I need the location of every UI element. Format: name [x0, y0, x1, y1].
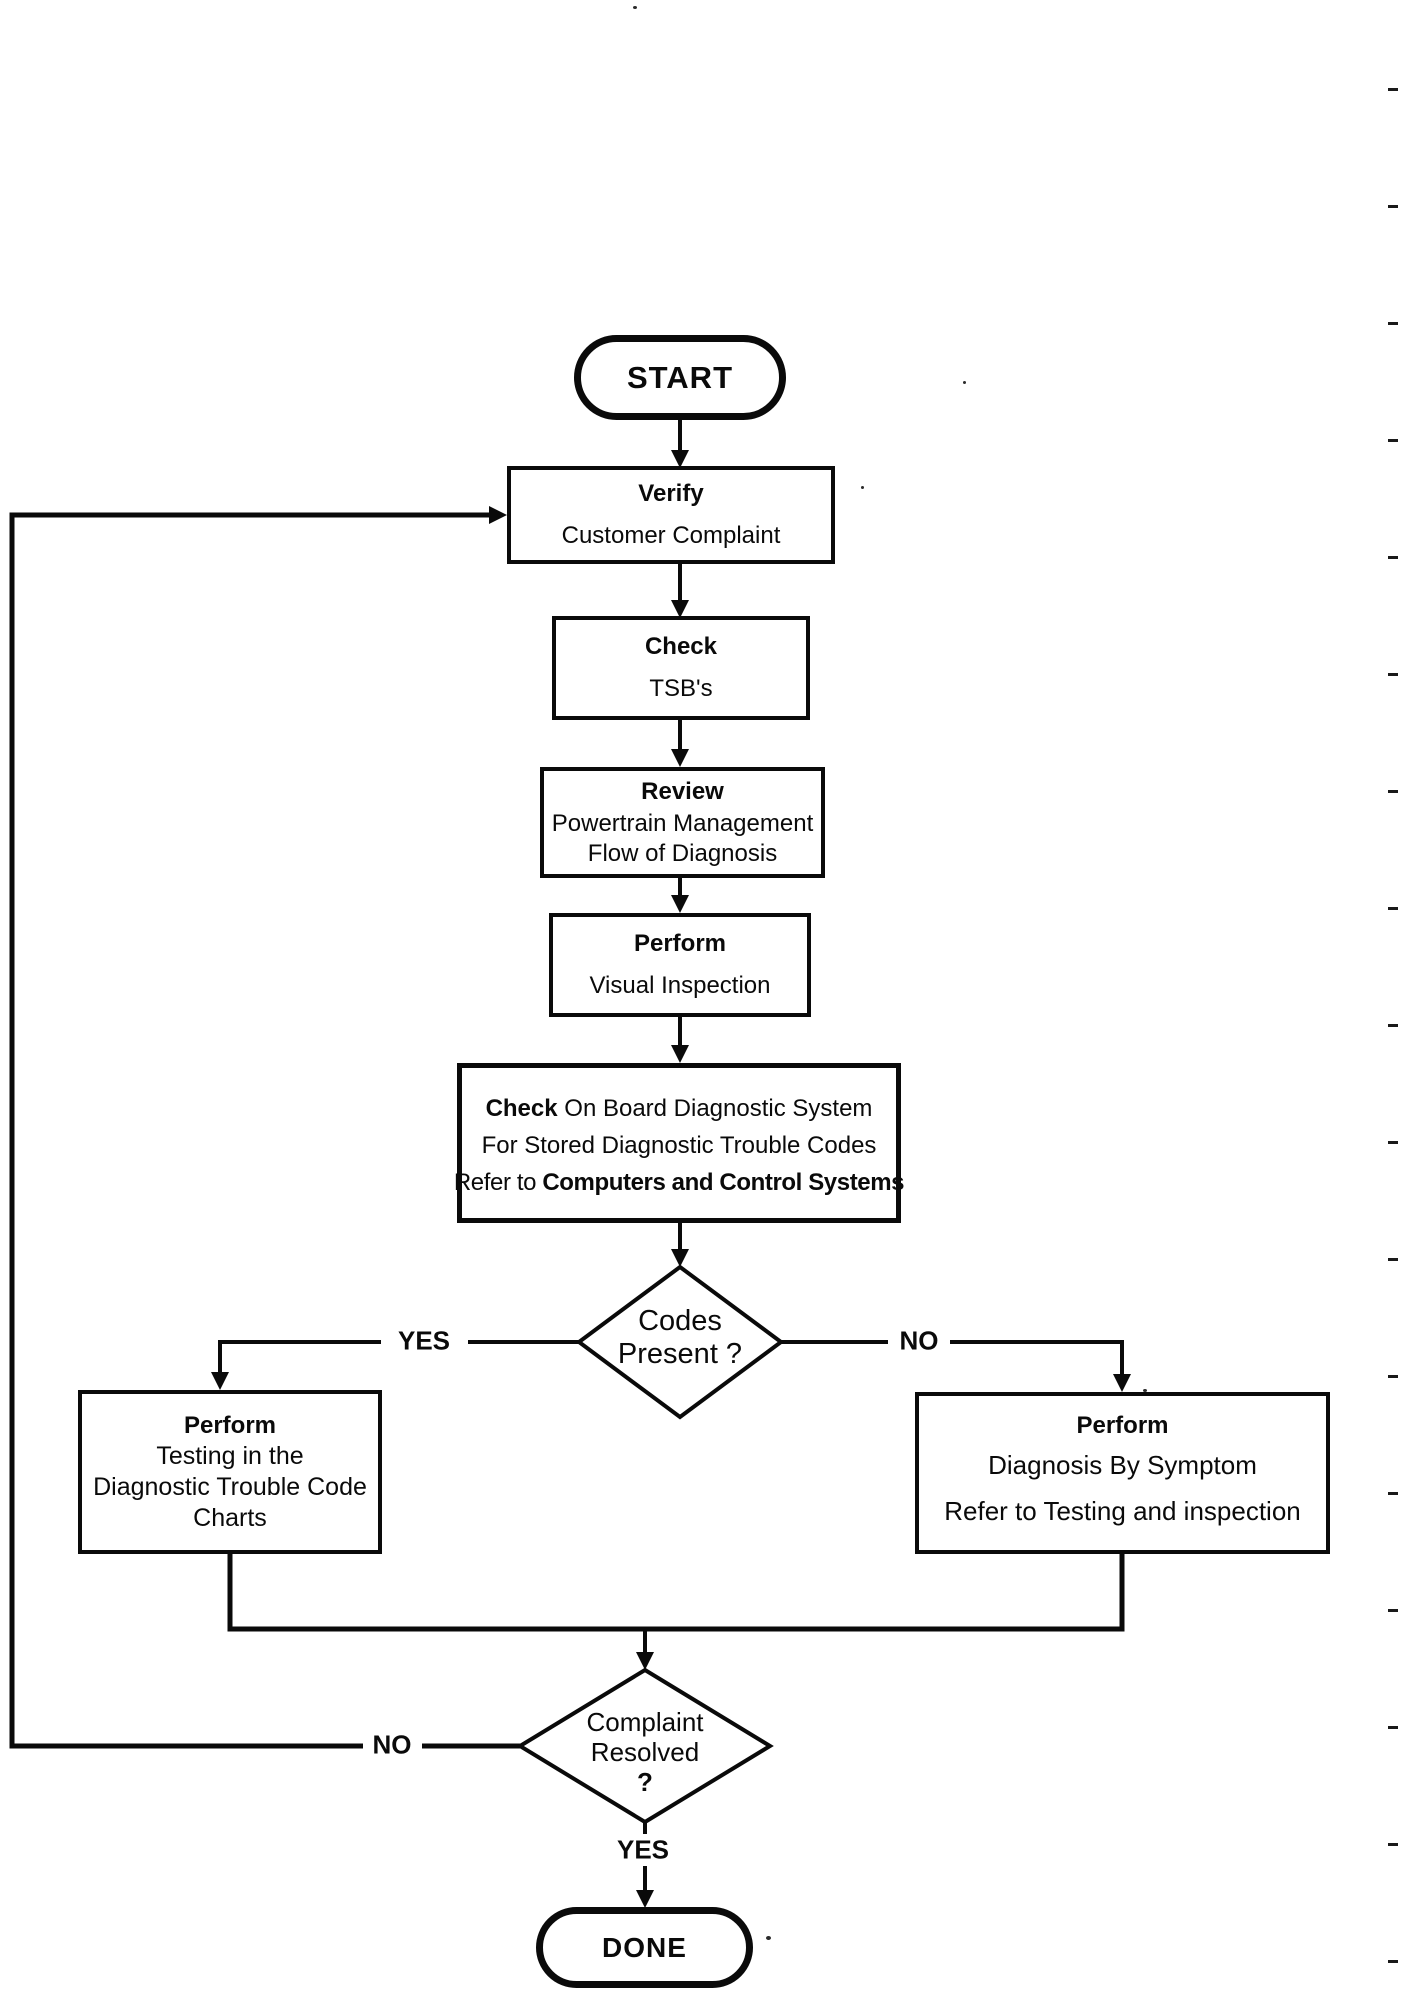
arrowhead: [671, 1249, 689, 1267]
arrowhead: [489, 506, 507, 524]
verify-body: Customer Complaint: [561, 522, 781, 549]
start-label: START: [626, 359, 734, 395]
yes-done-label: YES: [616, 1834, 670, 1865]
arrowhead: [671, 450, 689, 468]
symptom-title: Perform: [1076, 1411, 1169, 1439]
symptom-line2: Refer to Testing and inspection: [944, 1496, 1301, 1526]
arrowhead: [671, 1045, 689, 1063]
scan-tick: [1388, 205, 1398, 208]
arrowhead: [211, 1372, 229, 1390]
scan-tick: [1388, 556, 1398, 559]
arrowhead: [636, 1890, 654, 1908]
arrowhead: [1113, 1374, 1131, 1392]
codes-present-diamond: [575, 1264, 785, 1420]
verify-title: Verify: [638, 480, 704, 507]
complaint-resolved-diamond: [516, 1667, 774, 1825]
arrowhead: [671, 600, 689, 618]
check-tsb-box: Check TSB's: [552, 616, 810, 720]
scan-tick: [1388, 790, 1398, 793]
visual-body: Visual Inspection: [589, 972, 771, 999]
scan-speck: [963, 381, 966, 384]
done-label: DONE: [602, 1931, 687, 1963]
yes-branch-label: YES: [397, 1325, 451, 1356]
done-terminal: DONE: [536, 1907, 753, 1988]
arrowhead: [636, 1652, 654, 1670]
perform-dtc-chart-testing-box: Perform Testing in the Diagnostic Troubl…: [78, 1390, 382, 1554]
scan-speck: [766, 1936, 771, 1940]
perform-visual-inspection-box: Perform Visual Inspection: [549, 913, 811, 1017]
scan-speck: [861, 486, 864, 489]
connector-merge: [227, 1554, 1125, 1632]
scan-tick: [1388, 439, 1398, 442]
perform-diagnosis-by-symptom-box: Perform Diagnosis By Symptom Refer to Te…: [915, 1392, 1330, 1554]
scan-tick: [1388, 673, 1398, 676]
obd-line2: For Stored Diagnostic Trouble Codes: [481, 1132, 877, 1159]
dtc-line3: Charts: [193, 1504, 267, 1532]
check-tsb-body: TSB's: [649, 675, 713, 702]
obd-line1: Check On Board Diagnostic System: [485, 1095, 873, 1122]
scan-tick: [1388, 1609, 1398, 1612]
scan-tick: [1388, 1024, 1398, 1027]
dtc-title: Perform: [183, 1412, 277, 1439]
complaint-resolved-text: Complaint Resolved ?: [586, 1707, 704, 1797]
scan-tick: [1388, 1258, 1398, 1261]
connector-no-loop: [9, 512, 520, 1749]
scan-tick: [1388, 1141, 1398, 1144]
scan-tick: [1388, 1726, 1398, 1729]
arrowhead: [671, 895, 689, 913]
visual-title: Perform: [633, 930, 727, 957]
symptom-line1: Diagnosis By Symptom: [988, 1449, 1257, 1480]
codes-present-text: Codes Present ?: [617, 1305, 743, 1370]
start-terminal: START: [574, 335, 786, 420]
no-branch-label: NO: [899, 1325, 939, 1356]
connector-yes-branch: [218, 1340, 579, 1374]
scan-speck: [1143, 1389, 1147, 1392]
verify-customer-complaint-box: Verify Customer Complaint: [507, 466, 835, 564]
check-obd-system-box: Check On Board Diagnostic System For Sto…: [453, 1063, 905, 1223]
review-line2: Flow of Diagnosis: [587, 839, 778, 867]
arrowhead: [671, 749, 689, 767]
review-powertrain-box: Review Powertrain Management Flow of Dia…: [540, 767, 825, 878]
obd-line3: Refer to Computers and Control Systems: [453, 1169, 905, 1196]
check-tsb-title: Check: [644, 633, 718, 660]
review-line1: Powertrain Management: [551, 809, 814, 837]
scan-tick: [1388, 1492, 1398, 1495]
connector-no-branch: [781, 1340, 1124, 1376]
scan-tick: [1388, 322, 1398, 325]
no-loop-label: NO: [372, 1729, 412, 1760]
dtc-line1: Testing in the: [156, 1442, 304, 1470]
scan-tick: [1388, 88, 1398, 91]
scan-tick: [1388, 907, 1398, 910]
review-title: Review: [641, 777, 724, 805]
scan-tick: [1388, 1375, 1398, 1378]
dtc-line2: Diagnostic Trouble Code: [93, 1473, 367, 1501]
scan-tick: [1388, 1960, 1398, 1963]
scan-tick: [1388, 1843, 1398, 1846]
scan-speck: [633, 6, 637, 9]
